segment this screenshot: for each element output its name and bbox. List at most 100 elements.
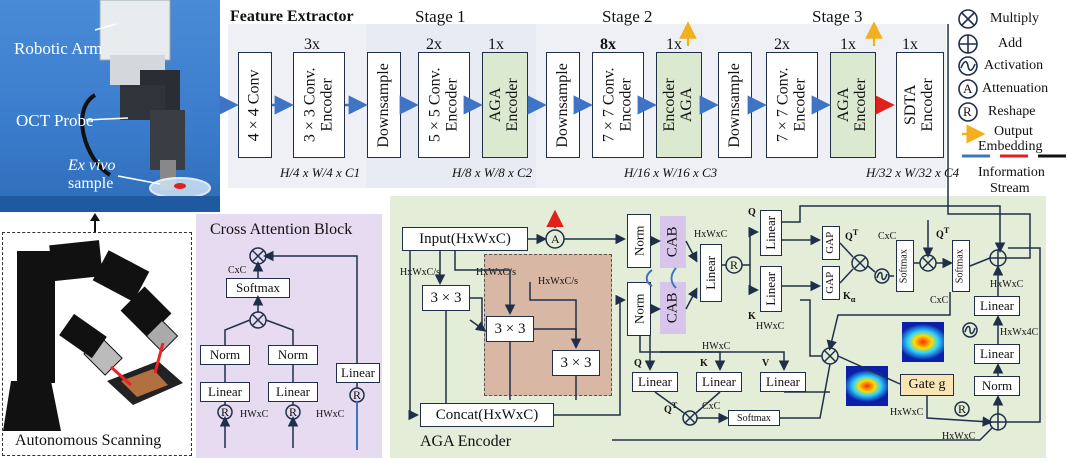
aga-v-bottom: V [762,358,770,369]
aga-hwxc-right-bottom-2: HxWxC [942,431,976,442]
ca-linear-third: Linear [336,363,380,383]
aga-linear-q2: Linear [632,372,678,392]
aga-linear-q: Linear [760,210,782,256]
aga-cxc-2: CxC [930,295,949,306]
aga-k-bottom: K [700,358,708,369]
ca-linear-left: Linear [200,382,250,402]
aga-softmax-1: Softmax [896,240,914,292]
aga-norm-r: Norm [974,376,1020,396]
repeat-1x-b: 1x [666,36,682,53]
dim-stage1: H/8 x W/8 x C2 [452,165,533,180]
aga-cxc-bottom: CxC [702,401,721,412]
ca-r-right: R [289,405,298,419]
legend-r-icon: R [963,104,972,119]
aga-hwxc-label: HxWxC [694,229,728,240]
repeat-2x-a: 2x [426,36,442,53]
ca-norm-left: Norm [200,345,250,365]
conv4x4-block: 4 × 4 Conv [238,52,272,158]
aga-concat: Concat(HxWxC) [420,403,554,427]
aga-hwxcs-1: HxWxC/s [400,267,440,278]
aga-ka-label: Kα [843,291,856,304]
ca-hwxc-left: HWxC [240,409,269,420]
legend-multiply: Multiply [990,11,1040,26]
ca-hwxc-right: HWxC [316,409,345,420]
aga-hwxc-right-top: HxWxC [990,279,1024,290]
stage1-label: Stage 1 [415,7,466,26]
legend-activation: Activation [984,58,1044,73]
repeat-2x-b: 2x [774,36,790,53]
aga-linear-r1: Linear [974,296,1020,316]
repeat-1x-a: 1x [488,36,504,53]
aga-cab-top: CAB [660,216,686,268]
aga-gap-top: GAP [822,226,840,260]
aga-cab-bottom: CAB [660,282,686,334]
dim-stage3: H/32 x W/32 x C4 [866,165,960,180]
scanning-panel: Autonomous Scanning [2,232,192,456]
dim-stage2: H/16 x W/16 x C3 [624,165,718,180]
aga-hwx4c: HxWx4C [1000,327,1039,338]
aga-hwxcs-3: HxWxC/s [538,276,578,287]
aga-q-bottom: Q [634,358,642,369]
legend-add: Add [998,36,1023,51]
encoder3-block: 3 × 3 Conv.Encoder [293,52,345,158]
ca-r-third: R [353,388,362,402]
aga-hwxc-mid: HWxC [756,321,785,332]
ca-cxc: CxC [228,265,247,276]
aga-attenuation-icon: A [551,232,560,246]
aga-softmax-bottom: Softmax [728,410,780,426]
ca-norm-right: Norm [268,345,318,365]
encoder7-block-1: 7 × 7 Conv.Encoder [592,52,644,158]
aga-hwxc-right-bottom-1: HxWxC [890,407,924,418]
aga-input: Input(HxWxC) [402,227,528,251]
repeat-1x-d: 1x [902,36,918,53]
legend-info-1: Information [978,165,1045,180]
ca-linear-right: Linear [268,382,318,402]
ca-r-left: R [221,405,230,419]
aga-encoder-title: AGA Encoder [420,433,512,450]
robot-illustration [0,0,220,212]
repeat-1x-c: 1x [840,36,856,53]
legend-output-1: Output [994,124,1033,139]
aga-reshape-icon-1: R [730,258,739,272]
repeat-8x: 8x [600,36,616,53]
legend-reshape: Reshape [988,104,1036,119]
stage3-label: Stage 3 [812,7,863,26]
robotic-arm-label: Robotic Arm [14,39,103,58]
aga-qt-label: QT [845,228,859,243]
repeat-3x: 3x [304,36,320,53]
legend-attenuation: Attenuation [982,81,1049,96]
robot-arm-diagram [3,240,183,431]
stage2-label: Stage 2 [602,7,653,26]
aga-gap-bottom: GAP [822,266,840,300]
scanning-caption: Autonomous Scanning [15,432,162,449]
aga-q-top: Q [748,207,756,218]
oct-probe-label: OCT Probe [16,111,94,130]
aga-conv3-2: 3 × 3 [486,316,534,342]
aga-conv3-3: 3 × 3 [552,350,600,376]
cross-attention-title: Cross Attention Block [210,221,353,238]
aga-linear-k: Linear [760,266,782,312]
legend-info-2: Stream [990,181,1030,196]
aga-conv3-1: 3 × 3 [422,285,470,311]
legend-output-2: Embedding [978,139,1043,154]
aga-k-top: K [748,311,756,322]
aga-hwxcs-2: HxWxC/s [476,267,516,278]
robot-photo: Robotic Arm OCT Probe Ex vivo sample [0,0,220,212]
sample-label-1: Ex vivo [68,157,116,174]
legend-a-icon: A [963,81,973,96]
aga-reshape-icon-2: R [958,402,967,416]
heatmap-bottom [846,366,888,406]
aga-linear-k2: Linear [696,372,742,392]
aga-linear-main: Linear [700,244,722,302]
dim-stage0: H/4 x W/4 x C1 [280,165,361,180]
aga-linear-v2: Linear [760,372,806,392]
sample-label-2: sample [68,175,114,192]
aga-qt-label-2: QT [936,226,950,241]
